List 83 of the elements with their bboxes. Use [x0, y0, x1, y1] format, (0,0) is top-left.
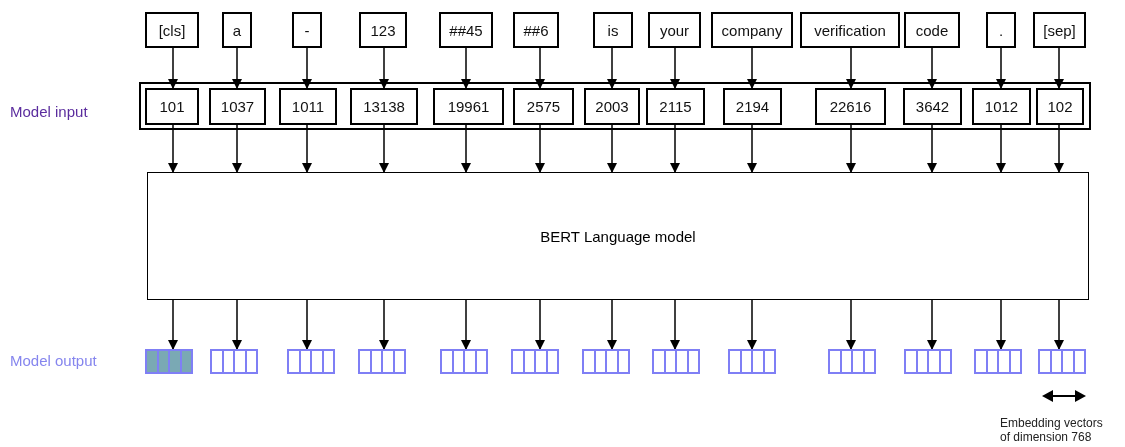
arrow: [927, 299, 937, 350]
token-box: a: [222, 12, 252, 48]
token-box: 123: [359, 12, 407, 48]
arrow: [461, 299, 471, 350]
arrow: [996, 299, 1006, 350]
model-box: BERT Language model: [147, 172, 1089, 300]
token-box: -: [292, 12, 322, 48]
arrow: [232, 47, 242, 89]
token-id-box: 3642: [903, 88, 962, 125]
embedding-vector: [440, 349, 488, 374]
token-box: [cls]: [145, 12, 199, 48]
embedding-vector: [145, 349, 193, 374]
token-id-box: 1011: [279, 88, 337, 125]
arrow: [747, 299, 757, 350]
token-id-box: 2575: [513, 88, 574, 125]
arrow: [461, 47, 471, 89]
arrow: [747, 124, 757, 173]
arrow: [1054, 124, 1064, 173]
arrow: [927, 47, 937, 89]
arrow: [670, 299, 680, 350]
arrow: [168, 299, 178, 350]
embedding-vector: [358, 349, 406, 374]
token-box: verification: [800, 12, 900, 48]
arrow: [607, 299, 617, 350]
arrow: [232, 124, 242, 173]
arrow: [607, 124, 617, 173]
note-text: Embedding vectors of dimension 768: [1000, 416, 1104, 445]
embedding-vector: [511, 349, 559, 374]
arrow: [535, 124, 545, 173]
token-id-box: 1012: [972, 88, 1031, 125]
embedding-vector: [582, 349, 630, 374]
arrow: [927, 124, 937, 173]
row-label: Model input: [10, 103, 88, 120]
arrow: [670, 47, 680, 89]
arrow: [302, 47, 312, 89]
embedding-vector: [287, 349, 335, 374]
arrow: [996, 47, 1006, 89]
token-id-box: 19961: [433, 88, 504, 125]
arrow: [996, 124, 1006, 173]
token-box: company: [711, 12, 793, 48]
token-id-box: 13138: [350, 88, 418, 125]
token-id-box: 1037: [209, 88, 266, 125]
embedding-vector: [210, 349, 258, 374]
arrow: [747, 47, 757, 89]
arrow: [607, 47, 617, 89]
token-id-box: 22616: [815, 88, 886, 125]
embedding-vector: [904, 349, 952, 374]
token-box: code: [904, 12, 960, 48]
embedding-vector: [1038, 349, 1086, 374]
arrow: [168, 124, 178, 173]
embedding-vector: [828, 349, 876, 374]
arrow: [168, 47, 178, 89]
arrow: [461, 124, 471, 173]
arrow: [535, 299, 545, 350]
embedding-vector: [974, 349, 1022, 374]
token-id-box: 102: [1036, 88, 1084, 125]
token-box: ##45: [439, 12, 493, 48]
input-container-box: [139, 82, 1091, 130]
token-id-box: 2115: [646, 88, 705, 125]
arrow: [846, 124, 856, 173]
arrow: [302, 124, 312, 173]
token-id-box: 101: [145, 88, 199, 125]
token-box: [sep]: [1033, 12, 1086, 48]
token-box: your: [648, 12, 701, 48]
arrow: [379, 299, 389, 350]
token-box: ##6: [513, 12, 559, 48]
arrow: [232, 299, 242, 350]
arrow: [846, 299, 856, 350]
token-id-box: 2003: [584, 88, 640, 125]
arrow: [379, 47, 389, 89]
embedding-vector: [728, 349, 776, 374]
arrow: [670, 124, 680, 173]
token-box: .: [986, 12, 1016, 48]
arrow: [535, 47, 545, 89]
arrow: [846, 47, 856, 89]
row-label: Model output: [10, 352, 97, 369]
arrow: [1054, 47, 1064, 89]
arrow: [379, 124, 389, 173]
token-id-box: 2194: [723, 88, 782, 125]
embedding-vector: [652, 349, 700, 374]
arrow: [1054, 299, 1064, 350]
arrow: [302, 299, 312, 350]
token-box: is: [593, 12, 633, 48]
